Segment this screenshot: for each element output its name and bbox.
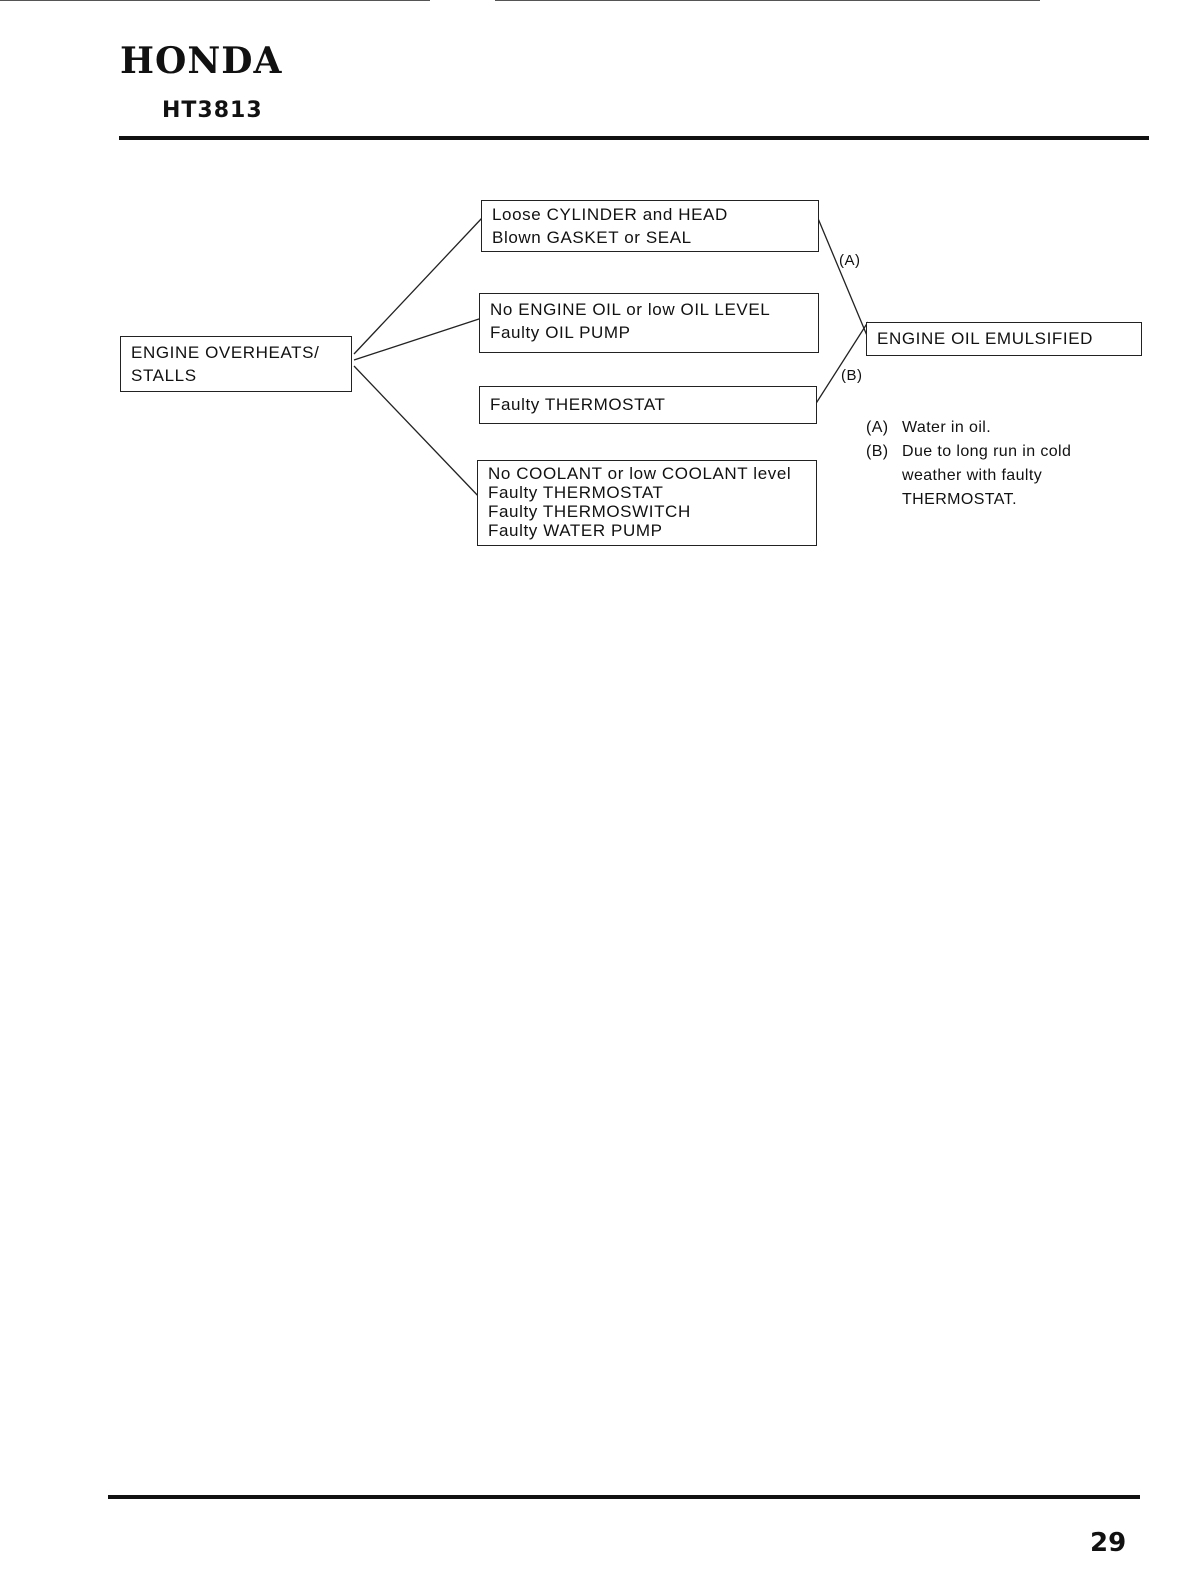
model-number: HT3813 [162, 98, 263, 123]
link-tag-b: (B) [841, 367, 863, 384]
cause-line: Loose CYLINDER and HEAD [492, 205, 728, 224]
note-text: Water in oil. [902, 419, 992, 436]
scan-edge-line [0, 0, 430, 1]
header-rule [119, 136, 1149, 140]
connector-start-to-cause-1 [353, 217, 483, 355]
result-box: ENGINE OIL EMULSIFIED [866, 322, 1142, 356]
note-b: (B) Due to long run in cold weather with… [866, 440, 1071, 512]
cause-line: Faulty THERMOSWITCH [488, 502, 691, 521]
scan-edge-line [495, 0, 1040, 1]
cause-box: No ENGINE OIL or low OIL LEVEL Faulty OI… [479, 293, 819, 353]
note-text: Due to long run in cold [902, 443, 1072, 460]
cause-line: No COOLANT or low COOLANT level [488, 464, 792, 483]
note-text: THERMOSTAT. [902, 491, 1017, 508]
start-line: STALLS [131, 366, 197, 385]
cause-line: Faulty OIL PUMP [490, 323, 631, 342]
cause-box: Loose CYLINDER and HEAD Blown GASKET or … [481, 200, 819, 252]
cause-box: No COOLANT or low COOLANT level Faulty T… [477, 460, 817, 546]
result-line: ENGINE OIL EMULSIFIED [877, 329, 1094, 348]
cause-line: Faulty WATER PUMP [488, 521, 663, 540]
cause-line: Blown GASKET or SEAL [492, 228, 692, 247]
note-text: weather with faulty [902, 467, 1043, 484]
connector-start-to-cause-4 [353, 365, 483, 501]
cause-line: Faulty THERMOSTAT [488, 483, 664, 502]
page-number: 29 [1090, 1528, 1127, 1558]
cause-line: Faulty THERMOSTAT [490, 395, 666, 414]
cause-line: No ENGINE OIL or low OIL LEVEL [490, 300, 771, 319]
note-a: (A) Water in oil. [866, 416, 1071, 440]
footer-rule [108, 1495, 1140, 1499]
connector-start-to-cause-2 [353, 317, 483, 361]
cause-box: Faulty THERMOSTAT [479, 386, 817, 424]
diagram-notes: (A) Water in oil. (B) Due to long run in… [866, 416, 1071, 512]
note-key: (B) [866, 443, 889, 460]
link-tag-a: (A) [839, 252, 861, 269]
connector-cause-1-to-result [816, 215, 869, 339]
brand-logo: HONDA [120, 40, 283, 82]
start-line: ENGINE OVERHEATS/ [131, 343, 320, 362]
start-box: ENGINE OVERHEATS/ STALLS [120, 336, 352, 392]
note-key: (A) [866, 419, 889, 436]
connector-cause-3-to-result [814, 321, 869, 406]
